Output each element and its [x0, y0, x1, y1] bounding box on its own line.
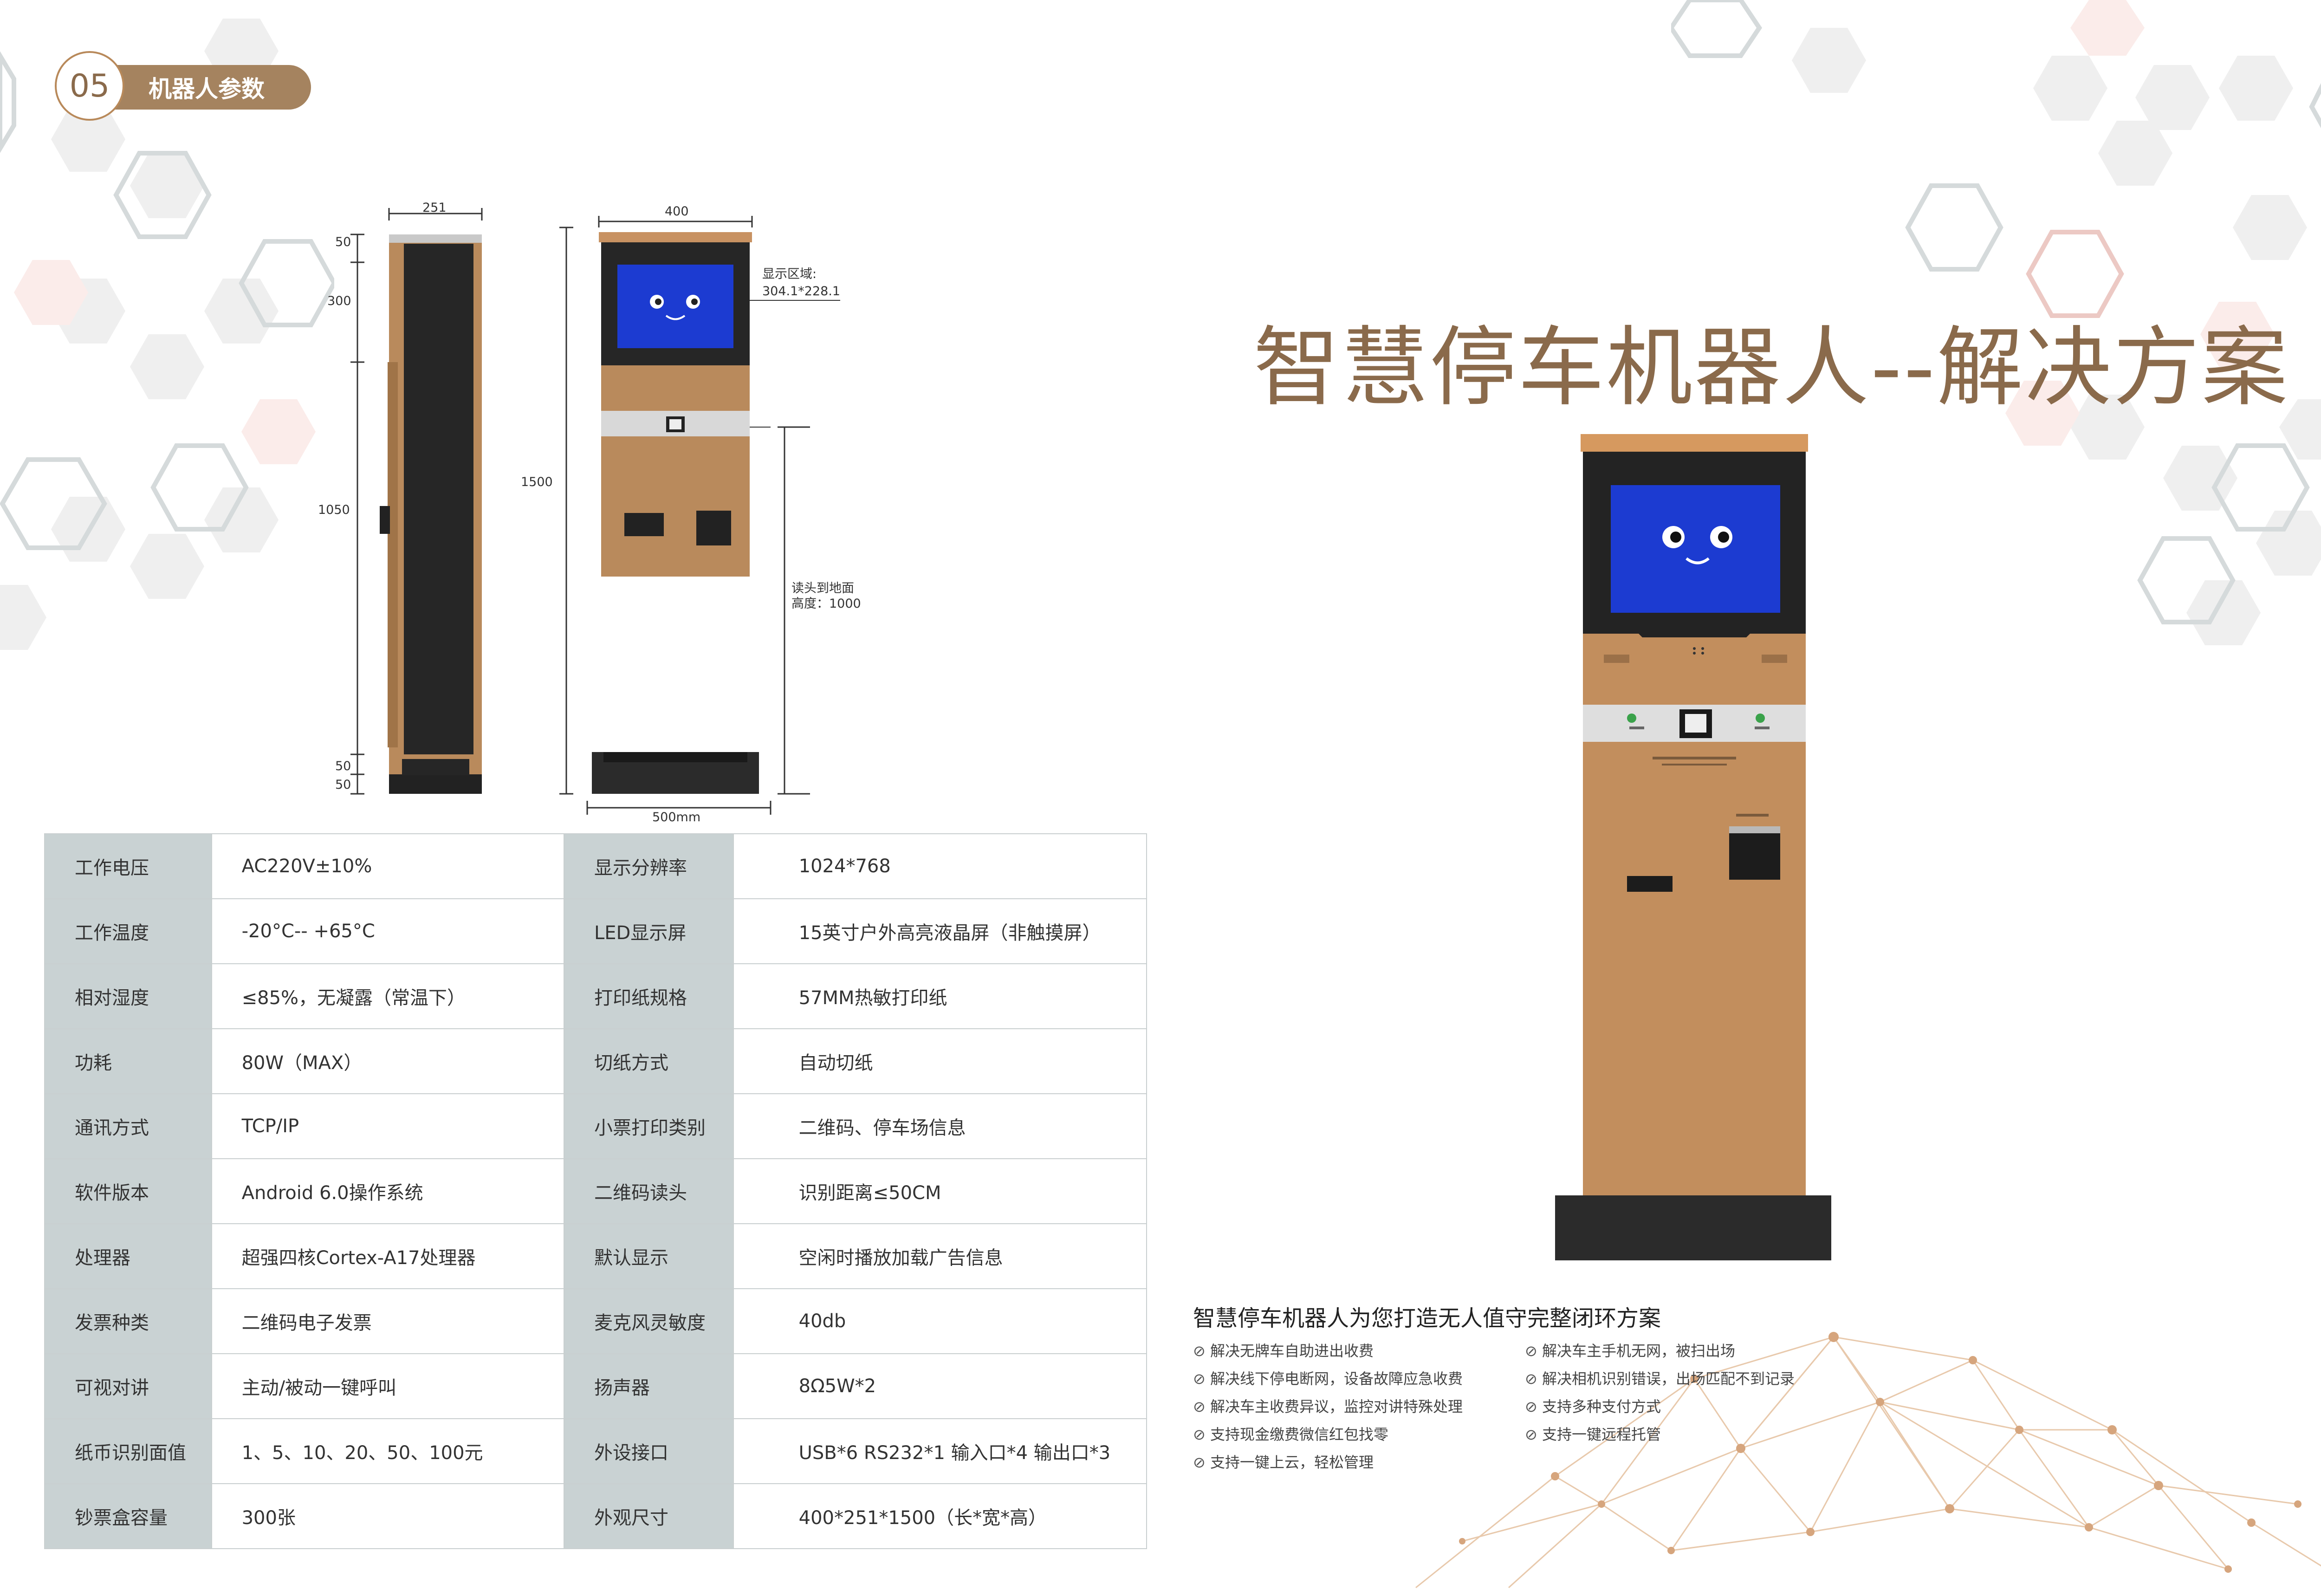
side-height-label-300: 300 [327, 294, 351, 308]
spec-value: ≤85%，无凝露（常温下） [211, 963, 564, 1029]
spec-label: 处理器 [44, 1223, 212, 1289]
spec-label: 软件版本 [44, 1158, 212, 1224]
spec-value: 57MM热敏打印纸 [733, 963, 1148, 1029]
list-item: 支持一键上云，轻松管理 [1193, 1448, 1463, 1476]
spec-value: 1、5、10、20、50、100元 [211, 1418, 564, 1484]
list-item: 解决线下停电断网，设备故障应急收费 [1193, 1365, 1463, 1393]
front-width-label: 400 [665, 204, 689, 219]
spec-label: 工作温度 [44, 898, 212, 964]
section-label: 机器人参数 [107, 65, 311, 110]
list-item: 解决车主手机无网，被扫出场 [1525, 1337, 1795, 1365]
spec-value: 15英寸户外高亮液晶屏（非触摸屏） [733, 898, 1148, 964]
spec-value: Android 6.0操作系统 [211, 1158, 564, 1224]
spec-value: 400*251*1500（长*宽*高） [733, 1483, 1148, 1549]
spec-value: -20°C-- +65°C [211, 898, 564, 964]
spec-value: 8Ω5W*2 [733, 1353, 1148, 1419]
display-area-value: 304.1*228.1 [762, 284, 841, 298]
page-title: 智慧停车机器人--解决方案 [1253, 317, 2290, 418]
spec-label: 通讯方式 [44, 1093, 212, 1159]
list-item: 解决车主收费异议，监控对讲特殊处理 [1193, 1393, 1463, 1421]
spec-label: 切纸方式 [563, 1028, 734, 1094]
spec-value: 80W（MAX） [211, 1028, 564, 1094]
spec-label: 扬声器 [563, 1353, 734, 1419]
solution-list-left: 解决无牌车自助进出收费 解决线下停电断网，设备故障应急收费 解决车主收费异议，监… [1193, 1337, 1463, 1476]
side-width-label: 251 [422, 201, 447, 215]
hexagon-pattern-left [0, 19, 334, 650]
spec-value: 二维码电子发票 [211, 1288, 564, 1354]
spec-label: 工作电压 [44, 833, 212, 899]
front-view-shape [559, 216, 840, 815]
display-area-label: 显示区域: [762, 267, 817, 281]
spec-label: LED显示屏 [563, 898, 734, 964]
spec-value: 自动切纸 [733, 1028, 1148, 1094]
list-item: 支持现金缴费微信红包找零 [1193, 1421, 1463, 1448]
side-height-label-base2: 50 [335, 778, 351, 792]
kiosk-product-image [1555, 434, 1831, 1260]
spec-label: 默认显示 [563, 1223, 734, 1289]
spec-label: 二维码读头 [563, 1158, 734, 1224]
spec-label: 小票打印类别 [563, 1093, 734, 1159]
list-item: 支持一键远程托管 [1525, 1421, 1795, 1448]
spec-label: 纸币识别面值 [44, 1418, 212, 1484]
spec-label: 可视对讲 [44, 1353, 212, 1419]
spec-value: 识别距离≤50CM [733, 1158, 1148, 1224]
reader-height-label-2: 高度：1000 [791, 597, 861, 611]
reader-height-label-1: 读头到地面 [791, 581, 854, 596]
spec-label: 麦克风灵敏度 [563, 1288, 734, 1354]
spec-value: 300张 [211, 1483, 564, 1549]
spec-label: 外设接口 [563, 1418, 734, 1484]
total-height-label: 1500 [521, 475, 553, 489]
list-item: 支持多种支付方式 [1525, 1393, 1795, 1421]
list-item: 解决相机识别错误，出场匹配不到记录 [1525, 1365, 1795, 1393]
spec-label: 钞票盒容量 [44, 1483, 212, 1549]
spec-value: 超强四核Cortex-A17处理器 [211, 1223, 564, 1289]
spec-value: 40db [733, 1288, 1148, 1354]
spec-label: 发票种类 [44, 1288, 212, 1354]
hexagon-pattern-right [1671, 0, 2321, 645]
spec-value: USB*6 RS232*1 输入口*4 输出口*3 [733, 1418, 1148, 1484]
side-height-label-base1: 50 [335, 759, 351, 773]
side-height-label-top: 50 [335, 235, 351, 249]
spec-label: 外观尺寸 [563, 1483, 734, 1549]
side-height-label-1050: 1050 [318, 503, 350, 517]
solution-list-right: 解决车主手机无网，被扫出场 解决相机识别错误，出场匹配不到记录 支持多种支付方式… [1525, 1337, 1795, 1448]
spec-value: 二维码、停车场信息 [733, 1093, 1148, 1159]
side-view-shape [350, 208, 483, 795]
spec-label: 显示分辨率 [563, 833, 734, 899]
spec-label: 相对湿度 [44, 963, 212, 1029]
list-item: 解决无牌车自助进出收费 [1193, 1337, 1463, 1365]
spec-value: AC220V±10% [211, 833, 564, 899]
spec-value: 主动/被动一键呼叫 [211, 1353, 564, 1419]
network-graphic [1415, 1332, 2321, 1589]
solution-subtitle: 智慧停车机器人为您打造无人值守完整闭环方案 [1193, 1305, 1661, 1331]
table-row: 处理器超强四核Cortex-A17处理器默认显示空闲时播放加载广告信息 [44, 1223, 1148, 1289]
base-width-label: 500mm [652, 810, 701, 824]
spec-value: 1024*768 [733, 833, 1148, 899]
spec-label: 功耗 [44, 1028, 212, 1094]
spec-value: 空闲时播放加载广告信息 [733, 1223, 1148, 1289]
page-number-badge: 05 [55, 51, 124, 121]
spec-label: 打印纸规格 [563, 963, 734, 1029]
spec-value: TCP/IP [211, 1093, 564, 1159]
